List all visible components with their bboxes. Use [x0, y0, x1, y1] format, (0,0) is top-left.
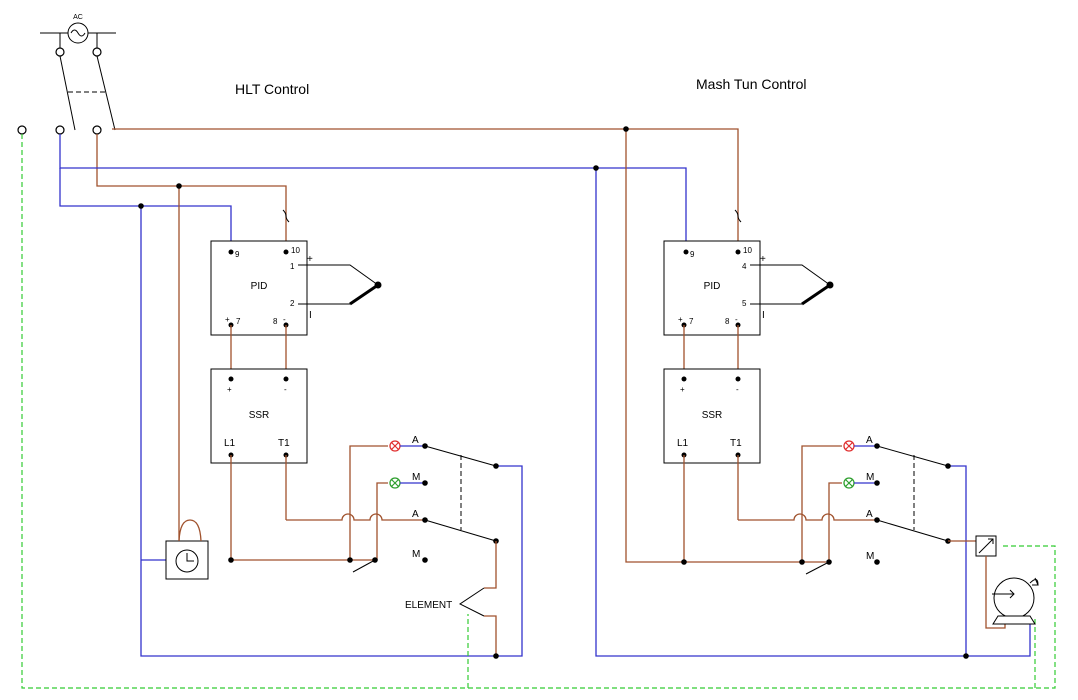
mash-pin-minus: -	[735, 315, 738, 324]
hlt-sw-a1: A	[412, 435, 419, 446]
mash-pin-10: 10	[743, 246, 752, 255]
mash-lamp-manual	[843, 477, 855, 489]
hlt-sw-a2: A	[412, 509, 419, 520]
mash-pin-7: 7	[689, 317, 694, 326]
mash-ssr: SSR + - L1 T1	[663, 368, 761, 464]
hlt-pin-7: 7	[236, 317, 241, 326]
mash-pump-relay	[948, 535, 997, 557]
hlt-ssr-minus: -	[284, 385, 287, 394]
hlt-selector-switch: A M A M	[228, 435, 499, 573]
hlt-lamp-manual	[389, 477, 401, 489]
mash-pin-5: 5	[742, 299, 747, 308]
hlt-timer	[141, 519, 209, 580]
mash-sw-a1: A	[866, 435, 873, 446]
hlt-pin-8: 8	[273, 317, 278, 326]
mash-pump	[985, 556, 1039, 629]
mash-ssr-plus: +	[680, 385, 685, 394]
hlt-pid: PID 9 10 1 2 + 7 8 -	[210, 240, 308, 336]
hlt-pin-minus: -	[283, 315, 286, 324]
hlt-ssr-l1: L1	[224, 438, 236, 449]
mash-pid: PID 9 10 4 5 + 7 8 -	[663, 240, 761, 336]
mash-pid-label: PID	[704, 281, 721, 292]
hlt-sw-m1: M	[412, 472, 420, 483]
mash-pin-plus: +	[678, 315, 683, 324]
mash-selector-switch: A M A M	[681, 435, 951, 575]
hlt-element-label: ELEMENT	[405, 600, 452, 611]
hlt-ssr-t1: T1	[278, 438, 290, 449]
hlt-pin-9: 9	[235, 250, 240, 259]
hlt-ssr-label: SSR	[249, 410, 270, 421]
hlt-ssr: SSR + - L1 T1	[210, 368, 308, 464]
mash-pin-8: 8	[725, 317, 730, 326]
mash-tc-plus: +	[760, 254, 766, 265]
mash-sw-m2: M	[866, 551, 874, 562]
mash-sw-m1: M	[866, 472, 874, 483]
hlt-pin-1: 1	[290, 262, 295, 271]
mash-tc-minus: I	[762, 310, 765, 321]
mash-thermocouple: + I	[750, 254, 834, 321]
mash-pin-4: 4	[742, 262, 747, 271]
mash-ssr-t1: T1	[730, 438, 742, 449]
main-bus	[21, 128, 1056, 689]
hlt-pin-10: 10	[291, 246, 300, 255]
hlt-pin-2: 2	[290, 299, 295, 308]
hlt-ssr-plus: +	[227, 385, 232, 394]
hlt-lamp-auto	[389, 440, 401, 452]
hlt-pid-label: PID	[251, 281, 268, 292]
ac-label: AC	[73, 14, 83, 21]
hlt-pin-plus: +	[225, 315, 230, 324]
mash-pin-9: 9	[690, 250, 695, 259]
hlt-section: HLT Control PID 9 10 1 2 + 7 8 -	[138, 81, 499, 659]
mash-ssr-label: SSR	[702, 410, 723, 421]
mash-section: Mash Tun Control PID 9 10 4 5 + 7 8 -	[593, 76, 1039, 659]
mash-ssr-l1: L1	[677, 438, 689, 449]
mash-ssr-minus: -	[736, 385, 739, 394]
mash-lamp-auto	[843, 440, 855, 452]
hlt-thermocouple: + I	[298, 254, 382, 321]
ac-source: AC	[17, 14, 116, 135]
mash-sw-a2: A	[866, 509, 873, 520]
hlt-sw-m2: M	[412, 549, 420, 560]
hlt-title: HLT Control	[235, 81, 309, 97]
hlt-tc-minus: I	[309, 310, 312, 321]
hlt-element: ELEMENT	[405, 541, 499, 659]
mash-title: Mash Tun Control	[696, 76, 807, 92]
hlt-tc-plus: +	[307, 254, 313, 265]
